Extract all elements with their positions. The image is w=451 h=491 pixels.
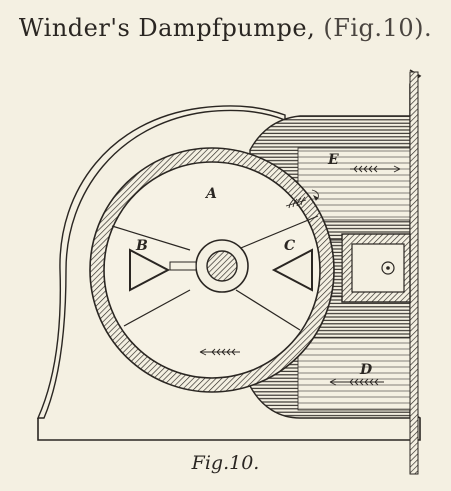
label-e: E bbox=[327, 152, 339, 168]
divider-b-bottom bbox=[123, 289, 191, 327]
divider-c-bottom bbox=[235, 289, 301, 331]
lower-channel bbox=[297, 337, 411, 411]
label-d: D bbox=[359, 362, 373, 378]
rotation-arrow-top bbox=[285, 189, 319, 209]
piston-bolt-center bbox=[386, 266, 390, 270]
label-a: A bbox=[204, 186, 217, 202]
right-flange bbox=[409, 71, 419, 475]
divider-b-top bbox=[111, 225, 191, 251]
figure-caption: Fig.10. bbox=[191, 452, 260, 474]
hub-key bbox=[169, 261, 197, 271]
title-main: Winder's Dampfpumpe, bbox=[18, 14, 316, 42]
label-b: B bbox=[135, 238, 148, 254]
piston-face bbox=[351, 243, 405, 293]
casing-body bbox=[36, 105, 286, 419]
flow-arrow-d bbox=[329, 378, 384, 386]
page-title: Winder's Dampfpumpe, (Fig.10). bbox=[0, 14, 451, 42]
port-c bbox=[271, 248, 313, 292]
title-figure-ref: (Fig.10). bbox=[323, 14, 433, 42]
flow-arrow-e bbox=[350, 165, 401, 173]
hub-shaft bbox=[206, 250, 238, 282]
divider-c-top bbox=[235, 215, 319, 251]
label-c: C bbox=[284, 238, 295, 254]
port-b bbox=[129, 248, 171, 292]
rotation-arrow-bottom bbox=[199, 348, 240, 356]
